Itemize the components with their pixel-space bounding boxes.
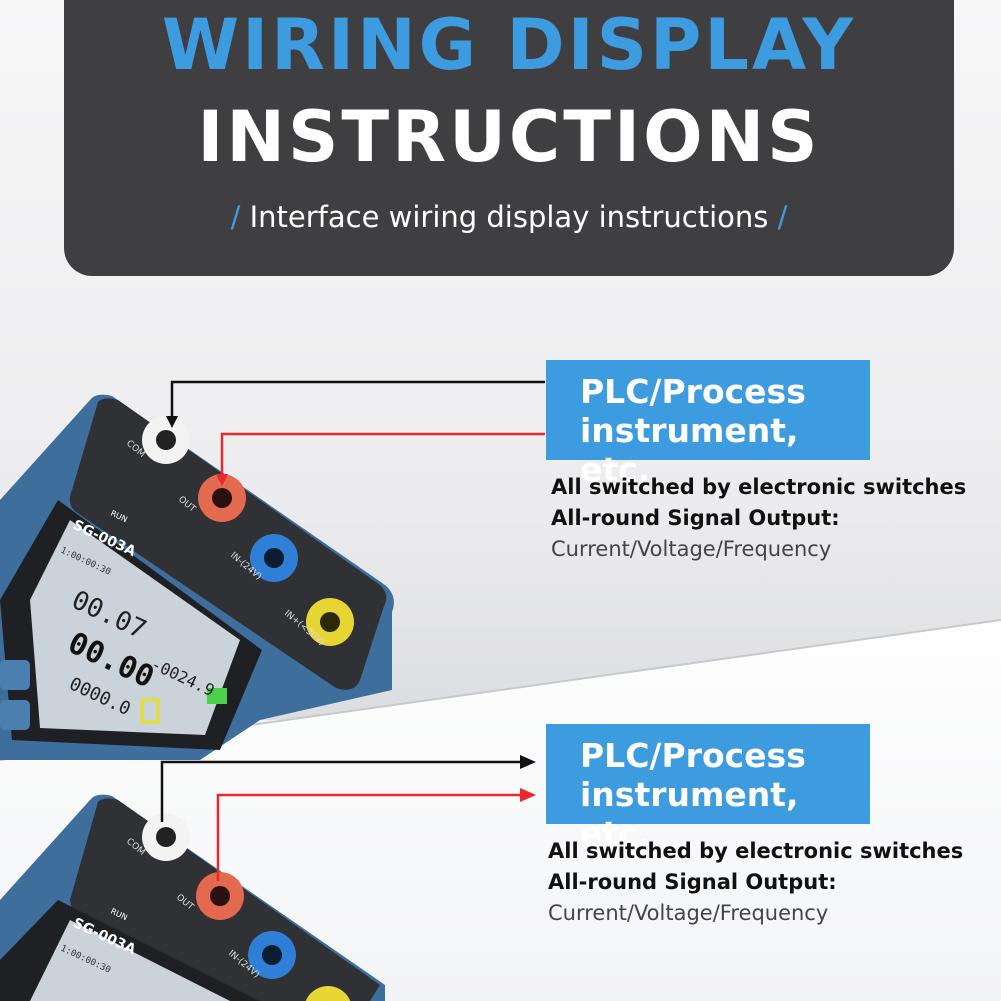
wire-out-bottom — [216, 793, 520, 881]
feature-bottom-3: Current/Voltage/Frequency — [548, 901, 829, 925]
feature-top-2: All-round Signal Output: — [551, 506, 840, 530]
wire-com-bottom — [160, 760, 520, 822]
target-box-top: PLC/Process instrument, etc. — [546, 360, 870, 489]
feature-list-bottom: All switched by electronic switches All-… — [548, 836, 963, 929]
device-top-key-2 — [0, 700, 30, 730]
device-top-key-1 — [0, 660, 30, 690]
slash-left: / — [230, 200, 241, 234]
target-box-bottom-line1: PLC/Process — [580, 736, 806, 775]
feature-top-1: All switched by electronic switches — [551, 475, 967, 499]
feature-top-3: Current/Voltage/Frequency — [551, 537, 832, 561]
target-box-bottom-line2: instrument, etc. — [580, 775, 799, 853]
wire-out-top — [220, 432, 545, 483]
target-box-bottom: PLC/Process instrument, etc. — [546, 724, 870, 853]
header-banner: WIRING DISPLAY INSTRUCTIONS / Interface … — [64, 0, 954, 276]
title-line-2: INSTRUCTIONS — [197, 96, 821, 178]
subtitle: / Interface wiring display instructions … — [64, 200, 954, 234]
feature-list-top: All switched by electronic switches All-… — [551, 472, 966, 565]
device-top-screen — [30, 520, 240, 735]
device-top-battery — [207, 688, 227, 704]
device-top: COM OUT IN-(24V) IN+(<30V) SG-003A RUN 1… — [0, 394, 394, 760]
title-line-1: WIRING DISPLAY — [161, 4, 857, 86]
subtitle-text: Interface wiring display instructions — [249, 200, 769, 234]
device-bottom: COM OUT IN-(24V) SG-003A RUN 1:00:00:30 — [0, 794, 385, 1001]
device-bottom-screen — [30, 920, 230, 1001]
feature-bottom-1: All switched by electronic switches — [548, 839, 964, 863]
slash-right: / — [777, 200, 788, 234]
target-box-top-line2: instrument, etc. — [580, 411, 799, 489]
feature-bottom-2: All-round Signal Output: — [548, 870, 837, 894]
port-in-plus-bottom — [305, 986, 351, 1001]
wire-com-top — [170, 380, 545, 425]
device-top-indicator — [140, 698, 160, 724]
target-box-top-line1: PLC/Process — [580, 372, 806, 411]
